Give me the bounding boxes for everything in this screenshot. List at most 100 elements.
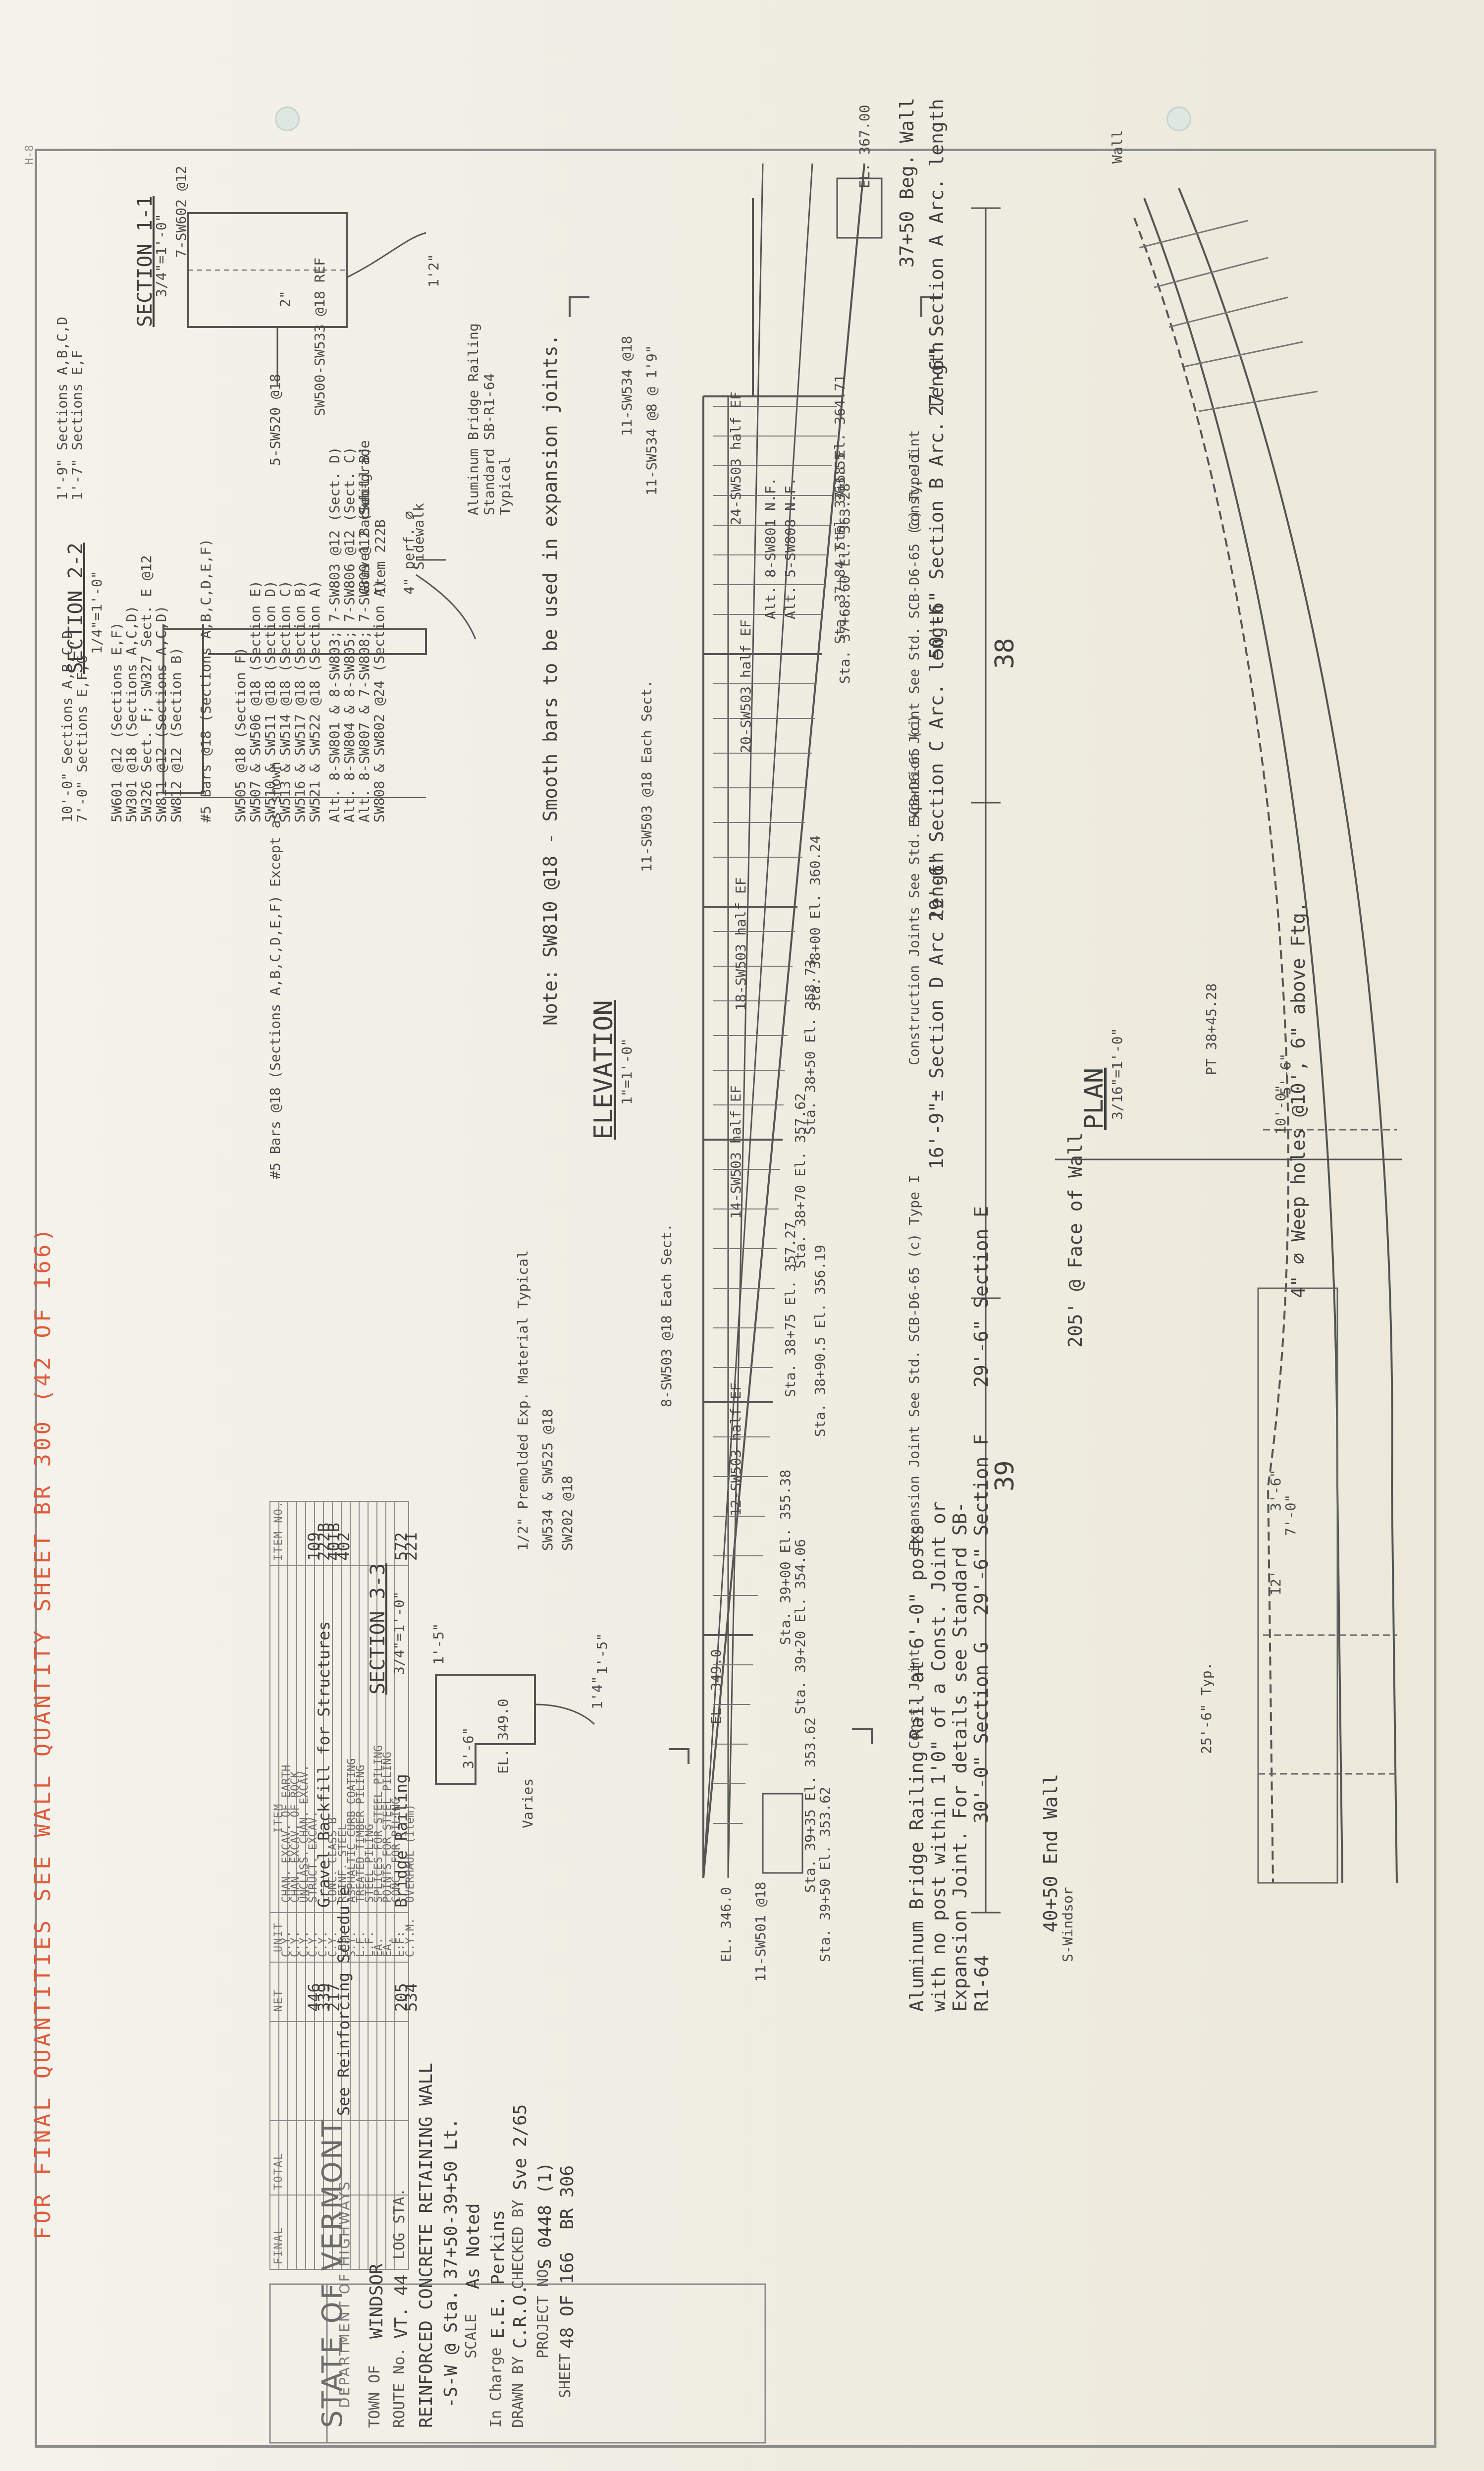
- section-33-label: EL. 349.0: [495, 1699, 511, 1774]
- plan-grade-arrow: S-Windsor: [1060, 1887, 1076, 1962]
- qt-row-unit: C.Y.M.: [404, 1918, 417, 1957]
- qt-row-net: See Reinforcing Schedule: [334, 1886, 353, 2116]
- plan-station-begin: 37+50 Beg. Wall: [896, 97, 918, 268]
- section-length-label: 16'-9"± Section D Arc length: [926, 852, 948, 1169]
- station-elev: EL. 367.00: [856, 105, 873, 188]
- sheet-label: SHEET: [557, 2353, 574, 2398]
- drawing-location: -S-W @ Sta. 37+50-39+50 Lt.: [441, 2118, 461, 2408]
- qt-row-no: 402: [334, 1532, 353, 1561]
- section-33-label: Varies: [520, 1778, 536, 1828]
- title-department: DEPARTMENT OF HIGHWAYS: [336, 2180, 353, 2408]
- sheet-code: BR 306: [557, 2165, 578, 2230]
- qt-row: OVERHAUL (Item): [404, 1804, 417, 1903]
- elevation-title: ELEVATION: [589, 1000, 619, 1140]
- qt-header-net: NET: [272, 1989, 285, 2012]
- drawing-title: REINFORCED CONCRETE RETAINING WALL: [416, 2063, 436, 2428]
- station-elev: Sta. 39+00 El. 355.38: [777, 1469, 794, 1645]
- section-22-label: 4" perf. ∅: [401, 511, 417, 595]
- checked-label: CHECKED BY: [510, 2199, 527, 2289]
- section-22-label: Aluminum Bridge Railing Standard SB-R1-6…: [465, 323, 514, 515]
- elevation-scale: 1"=1'-0": [619, 1038, 635, 1105]
- bar-mark: 11-SW503 @18 Each Sect.: [638, 680, 655, 872]
- section-11-label: 7-SW602 @12: [173, 165, 189, 258]
- station-elev: Sta. 37+68.60 El. 363.28: [837, 483, 853, 684]
- section-cut-2-top: [569, 296, 589, 317]
- elevation-note: Note: SW810 @18 - Smooth bars to be used…: [539, 334, 561, 1026]
- elevation-bottom-of-footing: [727, 163, 764, 1878]
- plan-wall-inner-face: [1143, 198, 1343, 1883]
- section-33-title: SECTION 3-3: [367, 1563, 389, 1695]
- section-22-label: 7'-0" Sections E,F,G: [74, 655, 90, 823]
- section-22-label: SW812 @12 (Section B): [168, 647, 184, 823]
- station-elev: Sta. 39+35 El. 353.62: [802, 1717, 818, 1893]
- section-22-label: 10'-0" Sections A,B,C,D: [59, 630, 75, 823]
- plan-title: PLAN: [1079, 1067, 1109, 1130]
- in-charge-label: In Charge: [487, 2347, 505, 2428]
- plan-face-of-wall-dim: 205' @ Face of Wall: [1064, 1132, 1086, 1348]
- plan-dim-7-0: 7'-0": [1282, 1494, 1299, 1536]
- station-elev: EL. 346.0: [718, 1887, 734, 1962]
- section-22-label: #5 Bars @18 (Sections A,B,C,D,E,F) Excep…: [267, 762, 283, 1179]
- plan-dim-typ: 25'-6" Typ.: [1198, 1662, 1215, 1754]
- qt-row-net: 534: [402, 1983, 421, 2012]
- title-block-frame: [269, 2283, 766, 2444]
- plan-dim-3-6: 3'-6": [1268, 1469, 1284, 1511]
- bar-mark: 14-SW503 half EF: [728, 1085, 744, 1219]
- section-22-label: SW521 & SW522 @18 (Section A): [307, 580, 323, 823]
- plan-weep-box: [1257, 1287, 1338, 1884]
- qt-row-no: 221: [402, 1532, 421, 1561]
- section-11-scale: 3/4"=1'-0": [153, 214, 169, 297]
- section-33-label: 1'-5": [594, 1633, 610, 1675]
- section-22-label: SW811 @12 (Sections A,C,D): [153, 605, 169, 823]
- bar-mark: 11-SW501 @18: [752, 1881, 769, 1982]
- bar-note: SW202 @18: [559, 1476, 576, 1551]
- elevation-top-of-footing: [702, 163, 813, 1878]
- joint-label: Construction Joints See Std. SCB-D6-65 (…: [906, 714, 922, 1065]
- project-value: S 0448 (1): [535, 2162, 555, 2269]
- section-cut-2-right: [920, 296, 941, 317]
- section-33-label: 1'-5": [430, 1623, 447, 1665]
- section-22-label: 1'-7" Sections E,F: [69, 350, 85, 500]
- elevation-top-of-wall: [702, 163, 865, 1878]
- town-label: TOWN OF: [366, 2365, 383, 2428]
- scale-label: SCALE: [463, 2313, 480, 2359]
- section-length-label: 29'-6" Section E: [970, 1206, 992, 1387]
- section-22-label: #5 Bars @18 (Sections A,B,C,D,E,F): [198, 538, 214, 823]
- final-quantities-note: FOR FINAL QUANTITIES SEE WALL QUANTITY S…: [30, 1225, 55, 2240]
- drawn-value: C.R.O.: [510, 2284, 530, 2349]
- log-sta-label: LOG STA.: [391, 2188, 408, 2260]
- drawn-label: DRAWN BY: [510, 2356, 527, 2428]
- premolded-note: 1/2" Premolded Exp. Material Typical: [515, 1250, 531, 1551]
- plan-wall-label: Wall: [1109, 130, 1125, 164]
- route-value: VT. 44: [391, 2274, 412, 2339]
- punch-hole: [1166, 107, 1191, 131]
- qt-header-total: TOTAL: [272, 2152, 285, 2190]
- section-33-label: 1'4": [589, 1676, 605, 1709]
- bar-mark: 24-SW503 half EF: [728, 391, 744, 525]
- route-label: ROUTE No.: [391, 2347, 408, 2428]
- section-22-label: SW808 & SW802 @24 (Section A): [371, 580, 387, 823]
- bar-mark: 11-SW534 @8 @ 1'9": [643, 345, 660, 495]
- railing-note: Aluminum Bridge Railing Rail at 6'-0" po…: [906, 1501, 993, 2012]
- section-11-label: 1'2": [425, 254, 442, 287]
- section-22-label: 5W301 @18 (Sections A,C,D): [123, 605, 140, 823]
- section-22-label: SW516 & SW517 @18 (Section B): [292, 580, 308, 823]
- punch-hole: [275, 107, 300, 131]
- station-elev: Sta. 38+75 El. 357.27: [782, 1221, 798, 1397]
- in-charge-value: E.E. Perkins: [488, 2209, 508, 2339]
- section-11-label: SW500-SW533 @18 REF: [312, 257, 328, 416]
- bar-mark: 11-SW534 @18: [619, 335, 635, 436]
- section-33-outline: [435, 1674, 536, 1785]
- bar-mark: 20-SW503 half EF: [738, 619, 754, 753]
- section-33-label: 3'-6": [460, 1727, 477, 1769]
- section-22-label: 5W601 @12 (Sections E,F): [108, 622, 125, 823]
- bar-mark: 12-SW503 half EF: [728, 1382, 744, 1516]
- station-elev: Sta. 38+90.5 El. 356.19: [812, 1245, 828, 1437]
- section-22-label: 5W326 Sect. F; SW327 Sect. E @12: [138, 555, 155, 823]
- section-22-footing: [163, 628, 427, 655]
- sheet-border: [35, 149, 1436, 2448]
- joint-label: Expansion Joint See Std. SCB-D6-65 (c) T…: [906, 1175, 922, 1551]
- plan-station-pt: PT 38+45.28: [1203, 983, 1219, 1075]
- section-33-scale: 3/4"=1'-0": [391, 1591, 407, 1675]
